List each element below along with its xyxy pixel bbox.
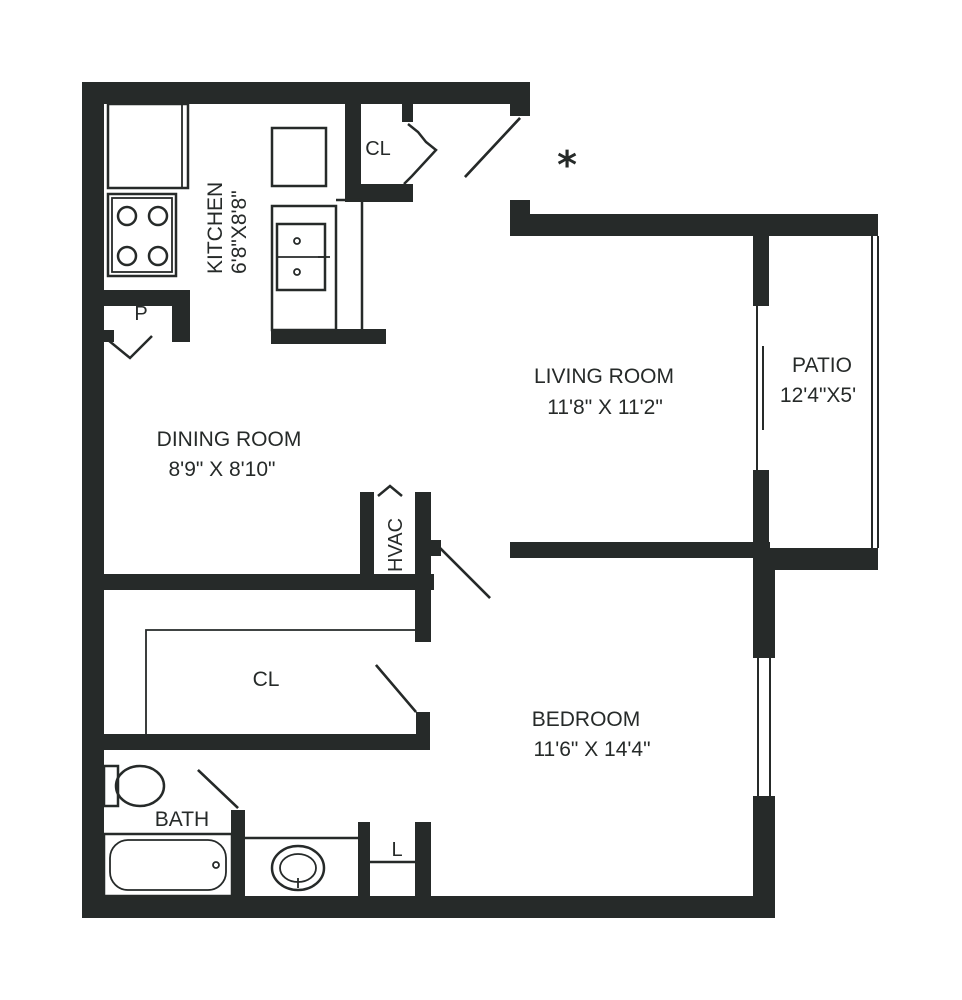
- wall-bottom: [82, 896, 774, 918]
- kitchen-counter: [270, 204, 338, 332]
- wall-living-right-stub: [753, 214, 769, 306]
- exterior-walls: [82, 82, 878, 918]
- bath-fixtures: [102, 764, 415, 898]
- bathtub-inner: [109, 839, 227, 891]
- wall-living-top: [510, 214, 878, 236]
- bedroom-name: BEDROOM: [532, 708, 641, 731]
- toilet-tank: [102, 764, 120, 808]
- bath-door-face: [197, 769, 239, 809]
- closet-bottom-wall: [104, 734, 430, 750]
- closet-door-jamb: [416, 712, 430, 750]
- bath-label: BATH: [155, 808, 209, 831]
- bath-sink-inner: [279, 853, 317, 883]
- hvac-bifold[interactable]: [377, 484, 403, 497]
- closet-door-face: [375, 664, 417, 713]
- dining-room-name: DINING ROOM: [157, 428, 302, 451]
- dining-bottom-wall: [104, 574, 434, 590]
- bedroom-closet-label: CL: [253, 668, 280, 691]
- kitchen-name: KITCHEN: [204, 182, 227, 274]
- kitchen-counter-end: [271, 329, 386, 344]
- bedroom-size: 11'6" X 14'4": [533, 738, 650, 761]
- kitchen-size: 6'8"X8'8": [228, 190, 251, 274]
- linen-right-wall: [415, 822, 431, 902]
- pantry-left-jamb: [104, 330, 114, 342]
- bathtub: [102, 832, 234, 898]
- hvac-label: HVAC: [385, 518, 407, 572]
- entry-marker: *: [557, 143, 577, 187]
- dishwasher: [270, 126, 328, 188]
- hvac-left-wall: [360, 492, 374, 576]
- living-room-name: LIVING ROOM: [534, 365, 674, 388]
- bath-right-wall: [231, 810, 245, 910]
- wall-living-right-lower: [753, 470, 769, 556]
- entry-closet-left-wall: [345, 102, 361, 202]
- hvac-door-jamb: [431, 540, 441, 556]
- hvac-right-wall: [415, 492, 431, 642]
- entry-closet-jamb: [402, 102, 413, 122]
- kitchen-fixtures: [106, 102, 364, 332]
- pantry-bifold[interactable]: [107, 335, 153, 360]
- sink-drain-2: [293, 268, 301, 276]
- room-labels: KITCHEN 6'8"X8'8" CL * P LIVING ROOM 11'…: [134, 138, 856, 861]
- patio-name: PATIO: [792, 354, 852, 377]
- entry-closet-label: CL: [365, 138, 391, 160]
- burner-3: [116, 245, 138, 267]
- linen-left-wall: [358, 822, 370, 902]
- toilet-bowl: [114, 764, 166, 808]
- closet-rod: [145, 629, 416, 736]
- entry-closet-bottom-wall: [345, 184, 413, 202]
- wall-living-top-jamb: [510, 200, 530, 236]
- tub-drain: [212, 861, 220, 869]
- sink-drain-1: [293, 237, 301, 245]
- linen-label: L: [391, 839, 402, 861]
- entry-closet-bifold[interactable]: [403, 123, 438, 185]
- burner-2: [147, 205, 169, 227]
- refrigerator: [106, 102, 190, 190]
- wall-bedroom-right-bottom: [753, 796, 775, 918]
- wall-top-jamb: [510, 82, 530, 116]
- wall-top-left: [82, 82, 530, 104]
- doors: [107, 117, 521, 809]
- bath-sink: [270, 844, 326, 892]
- wall-bedroom-right-top: [753, 548, 775, 658]
- patio-size: 12'4"X5': [780, 384, 856, 407]
- dining-room-size: 8'9" X 8'10": [169, 458, 276, 481]
- wall-left: [82, 82, 104, 918]
- pantry-label: P: [134, 303, 147, 325]
- wall-patio-bottom: [753, 548, 878, 570]
- burner-4: [147, 245, 169, 267]
- range: [106, 192, 178, 278]
- interior-walls: [104, 102, 770, 910]
- entry-door-face: [464, 117, 521, 178]
- living-room-size: 11'8" X 11'2": [547, 396, 663, 419]
- living-bedroom-wall: [510, 542, 770, 558]
- hvac-door-face: [439, 547, 491, 599]
- burner-1: [116, 205, 138, 227]
- pantry-top-wall: [104, 290, 190, 306]
- windows: [756, 236, 879, 796]
- pantry-right-wall: [172, 290, 190, 342]
- range-inner: [111, 197, 173, 273]
